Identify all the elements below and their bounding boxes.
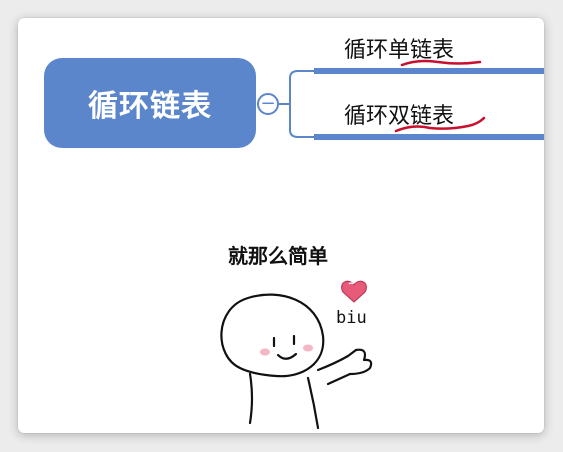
cheek-right [303, 344, 313, 352]
meme-caption: 就那么简单 [228, 244, 328, 268]
branch-label: 循环单链表 [344, 38, 455, 63]
connector-branch-1 [289, 70, 314, 104]
branch-label: 循环双链表 [344, 104, 455, 129]
branch-bar-2 [314, 134, 544, 140]
cheek-left [260, 348, 270, 356]
meme-sticker-text: biu [336, 308, 367, 328]
central-topic-label: 循环链表 [88, 89, 212, 124]
slide-canvas: 循环链表 − 循环单链表 循环双链表 就那么简单 biu [18, 18, 544, 433]
heart-icon [341, 280, 367, 303]
red-underline-annotation-1 [400, 59, 482, 67]
connector-branch-2 [289, 104, 314, 138]
collapse-toggle-button[interactable]: − [257, 93, 279, 115]
branch-bar-1 [314, 68, 544, 74]
red-underline-annotation-2 [394, 116, 486, 133]
branch-node-circular-doubly-linked-list[interactable]: 循环双链表 [344, 98, 454, 130]
central-topic-node[interactable]: 循环链表 [44, 58, 256, 148]
meme-character-illustration [220, 293, 373, 430]
branch-node-circular-singly-linked-list[interactable]: 循环单链表 [344, 32, 454, 64]
mindmap-connectors [220, 59, 544, 430]
minus-icon: − [260, 93, 276, 114]
